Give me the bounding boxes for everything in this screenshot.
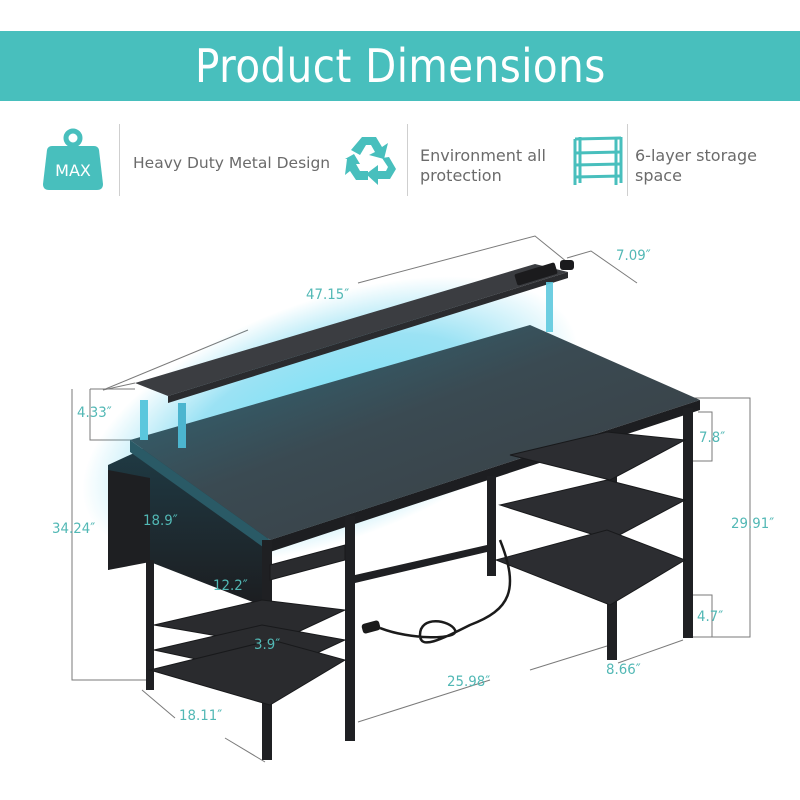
feature-label-heavy-duty: Heavy Duty Metal Design — [133, 154, 331, 172]
svg-text:MAX: MAX — [55, 161, 91, 180]
feature-label-line: protection — [420, 166, 502, 185]
dim-desk-height: 29.91″ — [731, 516, 775, 532]
monitor-stand — [135, 264, 568, 396]
dim-shelf-depth: 8.66″ — [606, 662, 641, 678]
feature-label-line: space — [635, 166, 682, 185]
recycle-icon — [345, 137, 396, 185]
divider — [119, 124, 120, 196]
feature-label-line: 6-layer storage — [635, 146, 757, 165]
dim-desk-depth: 18.11″ — [179, 708, 223, 724]
dim-total-width: 47.15″ — [306, 287, 350, 303]
divider — [627, 124, 628, 196]
dim-pocket-height: 12.2″ — [213, 578, 248, 594]
power-cord — [379, 539, 512, 644]
desk-illustration — [71, 235, 751, 763]
dim-pocket-gap: 3.9″ — [254, 637, 281, 653]
feature-label-storage: 6-layer storage space — [635, 146, 757, 186]
shelf-icon — [573, 136, 623, 185]
dim-stand-height: 4.33″ — [77, 405, 112, 421]
desk-top — [130, 325, 700, 540]
feature-label-environment: Environment all protection — [420, 146, 546, 186]
dim-top-shelf-gap: 7.8″ — [699, 430, 726, 446]
dim-bottom-clearance: 4.7″ — [697, 609, 724, 625]
divider — [407, 124, 408, 196]
weight-max-icon: MAX — [43, 128, 103, 190]
feature-label-line: Environment all — [420, 146, 546, 165]
title-banner: Product Dimensions — [0, 31, 800, 101]
dim-total-height: 34.24″ — [52, 521, 96, 537]
left-shelves — [148, 544, 347, 706]
plug-icon — [361, 620, 381, 634]
right-shelves — [494, 431, 687, 606]
power-strip — [514, 262, 558, 286]
dim-legroom-width: 25.98″ — [447, 674, 491, 690]
dim-stand-depth: 7.09″ — [616, 248, 651, 264]
dim-pocket-width: 18.9″ — [143, 513, 178, 529]
page-title: Product Dimensions — [194, 39, 606, 93]
